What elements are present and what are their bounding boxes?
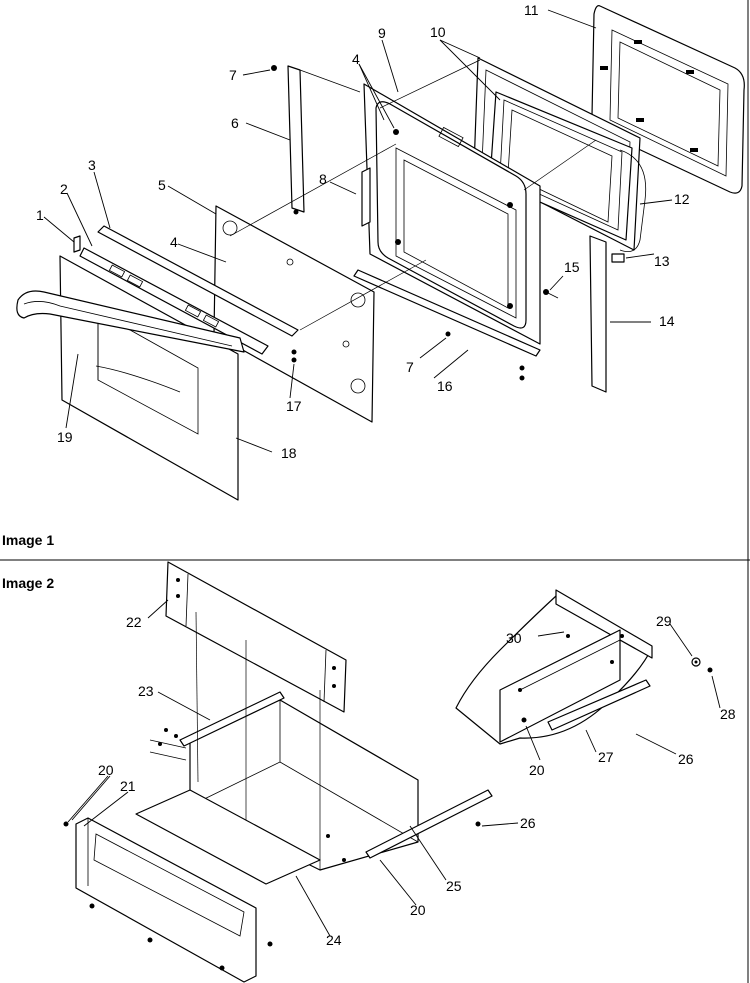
callout-6: 6 — [231, 115, 239, 131]
callout-4a: 4 — [170, 234, 178, 250]
part-11-rear-frame — [591, 5, 745, 194]
callout-25: 25 — [446, 878, 462, 894]
part-28-screw — [707, 667, 713, 673]
assembly-guides-1 — [229, 59, 597, 331]
callout-11: 11 — [524, 2, 539, 18]
part-2-control-strip — [79, 247, 269, 355]
part-22-rear-panel — [165, 561, 347, 713]
callout-7a: 7 — [229, 67, 237, 83]
panel-title-image-1: Image 1 — [2, 532, 54, 548]
callout-13: 13 — [654, 253, 670, 269]
part-3-upper-strip — [97, 225, 299, 337]
part-6-side-trim — [287, 65, 305, 213]
callout-10: 10 — [430, 24, 446, 40]
callout-2: 2 — [60, 181, 68, 197]
part-14-side-trim — [589, 235, 607, 393]
leader-lines-2 — [67, 599, 721, 937]
callout-20a: 20 — [98, 762, 114, 778]
part-24-drawer-body — [135, 699, 419, 885]
callout-18: 18 — [281, 445, 297, 461]
part-27-slide-rail — [547, 679, 651, 731]
callout-26a: 26 — [520, 815, 536, 831]
callout-1: 1 — [36, 207, 44, 223]
callout-4b: 4 — [352, 51, 360, 67]
part-13-clip — [611, 253, 625, 263]
callout-16: 16 — [437, 378, 453, 394]
part-19-handle — [16, 290, 245, 393]
callout-29: 29 — [656, 613, 672, 629]
part-21-drawer-front — [75, 817, 257, 983]
callout-23: 23 — [138, 683, 154, 699]
callout-20c: 20 — [529, 762, 545, 778]
callout-5: 5 — [158, 177, 166, 193]
callout-3: 3 — [88, 157, 96, 173]
image-2-drawer-panel: Image 2 — [2, 561, 736, 983]
part-25-slide-rail — [365, 789, 493, 859]
callout-14: 14 — [659, 313, 675, 329]
callout-24: 24 — [326, 932, 342, 948]
part-12-insulation — [619, 149, 647, 253]
callout-8: 8 — [319, 171, 327, 187]
part-10-glass-gaskets — [473, 57, 641, 251]
assembly-guides-2 — [149, 611, 321, 870]
panel-title-image-2: Image 2 — [2, 575, 54, 591]
callout-20b: 20 — [410, 902, 426, 918]
callout-19: 19 — [57, 429, 73, 445]
callout-22: 22 — [126, 614, 142, 630]
part-16-bottom-trim — [353, 269, 541, 357]
callout-28: 28 — [720, 706, 736, 722]
callout-7b: 7 — [406, 359, 414, 375]
callout-21: 21 — [120, 778, 136, 794]
callout-9: 9 — [378, 25, 386, 41]
callout-26b: 26 — [678, 751, 694, 767]
leader-lines-1 — [43, 9, 673, 453]
image-1-oven-door-panel: 1 2 3 4 4 5 6 7 7 8 9 10 11 12 13 14 15 … — [2, 2, 745, 548]
callout-15: 15 — [564, 259, 580, 275]
part-23-slide-rail — [179, 691, 285, 747]
part-30-side-panel — [455, 589, 653, 745]
callout-12: 12 — [674, 191, 690, 207]
callout-17: 17 — [286, 398, 302, 414]
callout-27: 27 — [598, 749, 614, 765]
part-9-inner-liner — [363, 83, 541, 345]
screws-2 — [63, 728, 481, 971]
part-1-clip — [73, 235, 81, 253]
part-8-bracket — [361, 167, 371, 227]
callout-30: 30 — [506, 630, 522, 646]
